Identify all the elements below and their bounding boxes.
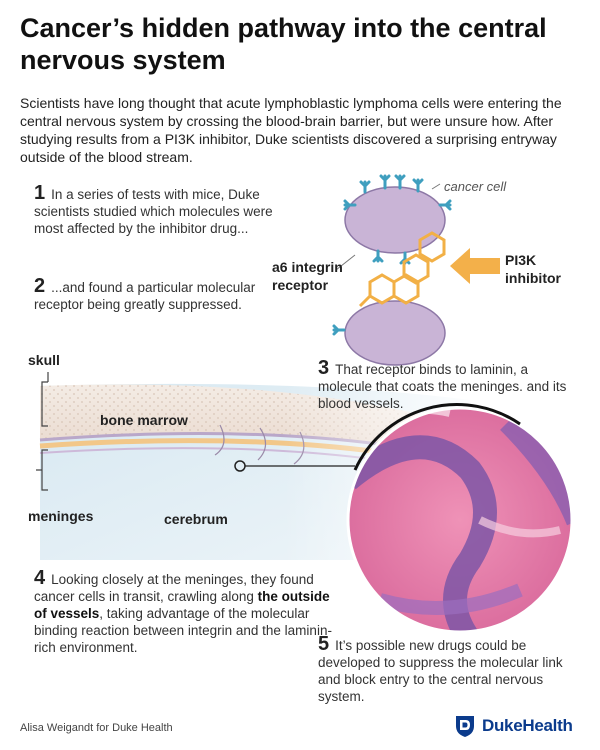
page-title: Cancer’s hidden pathway into the central… xyxy=(20,13,547,75)
step-2-number: 2 xyxy=(34,275,46,297)
integrin-receptor-label: a6 integrin receptor xyxy=(272,259,343,293)
step-2: 2...and found a particular molecular rec… xyxy=(34,275,269,313)
step-3-text: That receptor binds to laminin, a molecu… xyxy=(318,362,567,411)
step-4-number: 4 xyxy=(34,567,46,589)
step-5-number: 5 xyxy=(318,633,330,655)
step-1-number: 1 xyxy=(34,182,46,204)
intro-paragraph: Scientists have long thought that acute … xyxy=(20,95,562,165)
bone-marrow-label: bone marrow xyxy=(100,412,188,428)
step-1-text: In a series of tests with mice, Duke sci… xyxy=(34,187,273,236)
cancer-cell-label: cancer cell xyxy=(444,179,507,194)
integrin-receptors xyxy=(343,174,452,265)
step-4-text-c: , taking advantage of the molecular bind… xyxy=(34,606,332,655)
pi3k-inhibitor-label: PI3K inhibitor xyxy=(505,252,561,286)
cancer-cell-bottom xyxy=(332,300,446,366)
duke-shield-icon xyxy=(456,716,474,737)
duke-health-logo: DukeHealth xyxy=(454,712,573,740)
inhibitor-arrow xyxy=(450,248,500,284)
cerebrum-label: cerebrum xyxy=(164,511,228,527)
step-4-text-a: Looking closely at the meninges, they fo… xyxy=(34,572,314,604)
step-3-number: 3 xyxy=(318,357,330,379)
step-2-text: ...and found a particular molecular rece… xyxy=(34,280,256,312)
meninges-label: meninges xyxy=(28,508,94,524)
credit-line: Alisa Weigandt for Duke Health xyxy=(20,722,173,734)
step-4-emphasis: the outside of vessels xyxy=(34,589,330,621)
duke-health-wordmark: DukeHealth xyxy=(482,716,573,735)
skull-label: skull xyxy=(28,352,60,368)
skull-cross-section xyxy=(30,370,490,570)
inhibitor-molecule xyxy=(358,231,446,308)
cancer-cell-top xyxy=(343,174,452,265)
microscopy-image xyxy=(346,403,574,634)
step-5-text: It’s possible new drugs could be develop… xyxy=(318,638,563,704)
